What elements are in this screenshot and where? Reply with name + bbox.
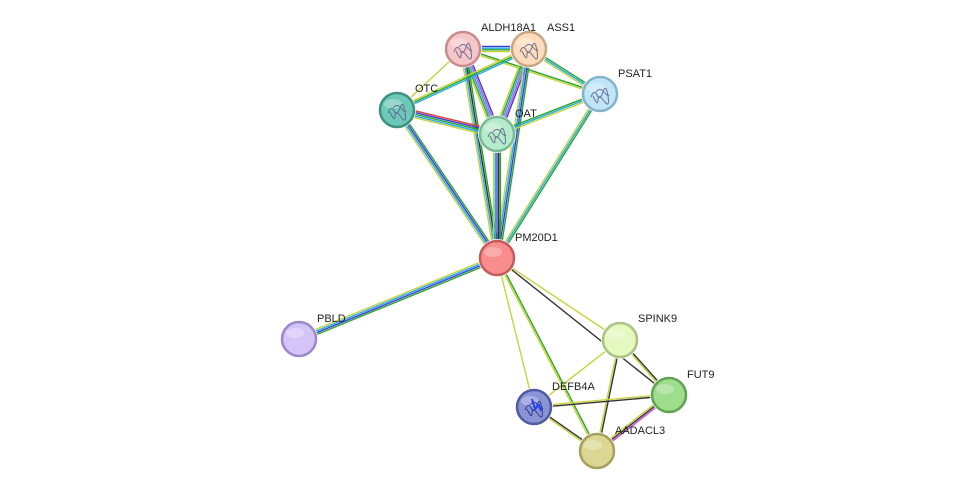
node-highlight <box>450 38 468 48</box>
edge-strand <box>463 48 499 258</box>
edge-strand <box>497 94 603 260</box>
node-highlight <box>656 384 674 394</box>
node-circle <box>650 376 688 414</box>
node-label-pbld: PBLD <box>317 313 346 325</box>
node-highlight <box>521 396 539 406</box>
node-circle <box>478 115 516 153</box>
node-highlight <box>607 329 625 339</box>
edge-strand <box>494 92 600 258</box>
edge-strand <box>299 258 498 341</box>
edge-strand <box>298 256 497 339</box>
node-label-aadacl3: AADACL3 <box>615 425 665 437</box>
node-label-psat1: PSAT1 <box>618 68 652 80</box>
edge-strand <box>459 49 496 259</box>
edge-aldh18a1-psat1[interactable] <box>462 47 601 96</box>
node-defb4a[interactable] <box>515 388 553 426</box>
node-spink9[interactable] <box>601 321 639 359</box>
edge-strand <box>395 46 529 110</box>
node-highlight <box>587 83 605 93</box>
edge-psat1-pm20d1[interactable] <box>494 92 603 260</box>
nodes-layer <box>280 30 688 470</box>
edge-strand <box>397 49 531 113</box>
node-psat1[interactable] <box>581 75 619 113</box>
node-label-aldh18a1: ALDH18A1 <box>481 22 536 34</box>
node-label-pm20d1: PM20D1 <box>515 232 558 244</box>
node-label-fut9: FUT9 <box>687 369 715 381</box>
node-aldh18a1[interactable] <box>444 30 482 68</box>
node-label-oat: OAT <box>515 108 537 120</box>
edge-strand <box>461 49 497 259</box>
node-circle <box>510 30 548 68</box>
edge-pm20d1-fut9[interactable] <box>496 257 670 396</box>
node-circle <box>478 239 516 277</box>
node-highlight <box>286 328 304 338</box>
node-pm20d1[interactable] <box>478 239 516 277</box>
node-label-spink9: SPINK9 <box>638 313 677 325</box>
edge-strand <box>396 48 530 111</box>
node-circle <box>581 75 619 113</box>
edge-pm20d1-pbld[interactable] <box>297 254 499 343</box>
edge-strand <box>497 49 531 259</box>
node-circle <box>444 30 482 68</box>
edge-strand <box>496 93 601 259</box>
edge-pm20d1-defb4a[interactable] <box>496 257 535 408</box>
edge-pm20d1-spink9[interactable] <box>496 257 621 341</box>
protein-structure-icon <box>519 42 539 60</box>
node-highlight <box>384 99 402 109</box>
edge-strand <box>397 109 499 258</box>
edge-strand <box>394 111 496 260</box>
edge-strand <box>398 108 500 257</box>
edge-strand <box>496 257 621 341</box>
edge-strand <box>463 47 601 94</box>
node-highlight <box>484 247 502 257</box>
edge-oat-pm20d1[interactable] <box>492 134 502 258</box>
edge-strand <box>496 257 535 408</box>
edge-strand <box>498 49 533 259</box>
node-highlight <box>516 38 534 48</box>
node-ass1[interactable] <box>510 30 548 68</box>
node-highlight <box>484 123 502 133</box>
node-circle <box>378 91 416 129</box>
edge-pm20d1-aadacl3[interactable] <box>495 257 599 452</box>
node-circle <box>578 432 616 470</box>
edge-otc-pm20d1[interactable] <box>394 108 500 260</box>
protein-structure-icon <box>453 42 473 60</box>
edge-strand <box>462 49 600 96</box>
edge-strand <box>495 258 597 452</box>
node-circle <box>601 321 639 359</box>
protein-structure-icon <box>487 127 507 145</box>
node-otc[interactable] <box>378 91 416 129</box>
node-oat[interactable] <box>478 115 516 153</box>
node-label-ass1: ASS1 <box>547 22 575 34</box>
node-circle <box>280 320 318 358</box>
edge-strand <box>464 48 501 258</box>
node-label-defb4a: DEFB4A <box>552 381 595 393</box>
edge-ass1-otc[interactable] <box>395 46 531 113</box>
node-fut9[interactable] <box>650 376 688 414</box>
node-pbld[interactable] <box>280 320 318 358</box>
edge-strand <box>496 257 670 396</box>
edge-strand <box>297 254 497 338</box>
node-label-otc: OTC <box>415 83 438 95</box>
edge-strand <box>299 259 499 343</box>
edge-strand <box>395 110 497 259</box>
edge-strand <box>497 257 599 451</box>
protein-structure-icon <box>590 87 610 105</box>
node-aadacl3[interactable] <box>578 432 616 470</box>
protein-structure-icon <box>387 103 407 121</box>
edge-strand <box>495 48 529 258</box>
edge-fut9-defb4a[interactable] <box>533 393 670 409</box>
edge-strand <box>534 395 670 409</box>
edge-strand <box>533 393 669 407</box>
protein-strand-icon <box>531 398 542 412</box>
node-highlight <box>584 440 602 450</box>
